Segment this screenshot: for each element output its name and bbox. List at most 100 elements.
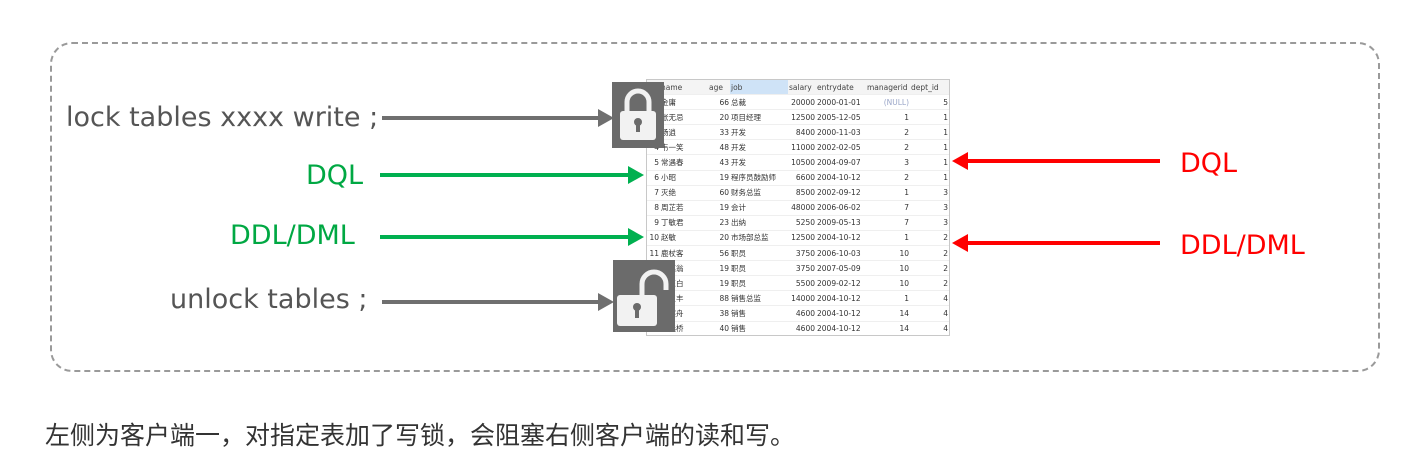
- table-cell: 常遇春: [660, 154, 708, 171]
- table-cell: 3: [910, 200, 949, 216]
- table-cell: 2005-12-05: [816, 109, 866, 126]
- caption-text: 左侧为客户端一，对指定表加了写锁，会阻塞右侧客户端的读和写。: [45, 421, 796, 450]
- table-cell: 48: [708, 139, 730, 156]
- table-cell: 1: [866, 290, 910, 307]
- table-cell: 88: [708, 290, 730, 307]
- table-cell: 4: [910, 321, 949, 335]
- table-cell: 4600: [788, 321, 816, 335]
- table-cell: 56: [708, 245, 730, 262]
- table-cell: 周芷若: [660, 200, 708, 216]
- table-cell: 2006-06-02: [816, 200, 866, 216]
- table-cell: 2004-10-12: [816, 230, 866, 247]
- table-cell: 金庸: [660, 94, 708, 111]
- table-cell: 10: [647, 230, 660, 247]
- table-cell: 2004-10-12: [816, 321, 866, 335]
- table-cell: 7: [866, 215, 910, 231]
- table-cell: 5250: [788, 215, 816, 231]
- table-cell: 丁敏君: [660, 215, 708, 231]
- table-cell: 2009-02-12: [816, 275, 866, 292]
- column-header: name: [660, 80, 708, 96]
- employee-table: name age job salary entrydate managerid …: [647, 80, 949, 335]
- table-cell: 12500: [788, 230, 816, 247]
- table-cell: 2000-11-03: [816, 124, 866, 141]
- table-cell: 开发: [730, 154, 788, 171]
- table-cell: 1: [910, 139, 949, 156]
- table-cell: 20: [708, 109, 730, 126]
- table-cell: 韦一笑: [660, 139, 708, 156]
- table-cell: 7: [647, 185, 660, 201]
- table-cell: 20: [708, 230, 730, 247]
- table-cell: 销售总监: [730, 290, 788, 307]
- table-cell: 2009-05-13: [816, 215, 866, 231]
- table-cell: 6: [647, 170, 660, 186]
- table-cell: 14: [866, 305, 910, 322]
- table-cell: 财务总监: [730, 185, 788, 201]
- table-cell: 2: [910, 260, 949, 277]
- table-cell: 10: [866, 245, 910, 262]
- table-cell: 2002-02-05: [816, 139, 866, 156]
- table-cell: 11: [647, 245, 660, 262]
- table-cell: 项目经理: [730, 109, 788, 126]
- table-cell: 职员: [730, 245, 788, 262]
- table-cell: 开发: [730, 124, 788, 141]
- table-cell: 2: [866, 124, 910, 141]
- table-cell: 开发: [730, 139, 788, 156]
- table-cell: 鹿杖客: [660, 245, 708, 262]
- table-cell: 19: [708, 275, 730, 292]
- table-cell: 5: [910, 94, 949, 111]
- table-cell: 1: [910, 124, 949, 141]
- table-cell: 2004-10-12: [816, 305, 866, 322]
- table-cell: 19: [708, 200, 730, 216]
- locked-padlock-icon: [612, 82, 664, 148]
- table-cell: 33: [708, 124, 730, 141]
- table-cell: 66: [708, 94, 730, 111]
- table-cell: (NULL): [866, 94, 910, 111]
- table-cell: 2: [910, 245, 949, 262]
- table-cell: 10: [866, 260, 910, 277]
- table-cell: 3: [866, 154, 910, 171]
- table-cell: 2: [910, 230, 949, 247]
- table-cell: 出纳: [730, 215, 788, 231]
- table-cell: 市场部总监: [730, 230, 788, 247]
- table-cell: 9: [647, 215, 660, 231]
- right-ddl-dml-arrow: [952, 234, 1160, 252]
- table-cell: 张无忌: [660, 109, 708, 126]
- table-cell: 1: [910, 170, 949, 186]
- table-cell: 8: [647, 200, 660, 216]
- table-cell: 3750: [788, 245, 816, 262]
- table-cell: 2002-09-12: [816, 185, 866, 201]
- column-header: dept_id: [910, 80, 949, 96]
- table-cell: 2007-05-09: [816, 260, 866, 277]
- table-cell: 19: [708, 170, 730, 186]
- table-cell: 12500: [788, 109, 816, 126]
- table-cell: 程序员鼓励师: [730, 170, 788, 186]
- lock-arrow: [382, 109, 614, 127]
- table-cell: 38: [708, 305, 730, 322]
- table-cell: 4600: [788, 305, 816, 322]
- table-cell: 14: [866, 321, 910, 335]
- table-screenshot: name age job salary entrydate managerid …: [646, 79, 950, 336]
- table-cell: 2004-10-12: [816, 170, 866, 186]
- left-ddl-dml-label: DDL/DML: [230, 220, 355, 251]
- right-dql-arrow: [952, 152, 1160, 170]
- table-cell: 2: [866, 139, 910, 156]
- table-cell: 8400: [788, 124, 816, 141]
- column-header: entrydate: [816, 80, 866, 96]
- table-cell: 销售: [730, 321, 788, 335]
- table-cell: 职员: [730, 275, 788, 292]
- table-cell: 4: [910, 305, 949, 322]
- table-cell: 43: [708, 154, 730, 171]
- table-cell: 3: [910, 215, 949, 231]
- table-cell: 赵敏: [660, 230, 708, 247]
- table-cell: 小昭: [660, 170, 708, 186]
